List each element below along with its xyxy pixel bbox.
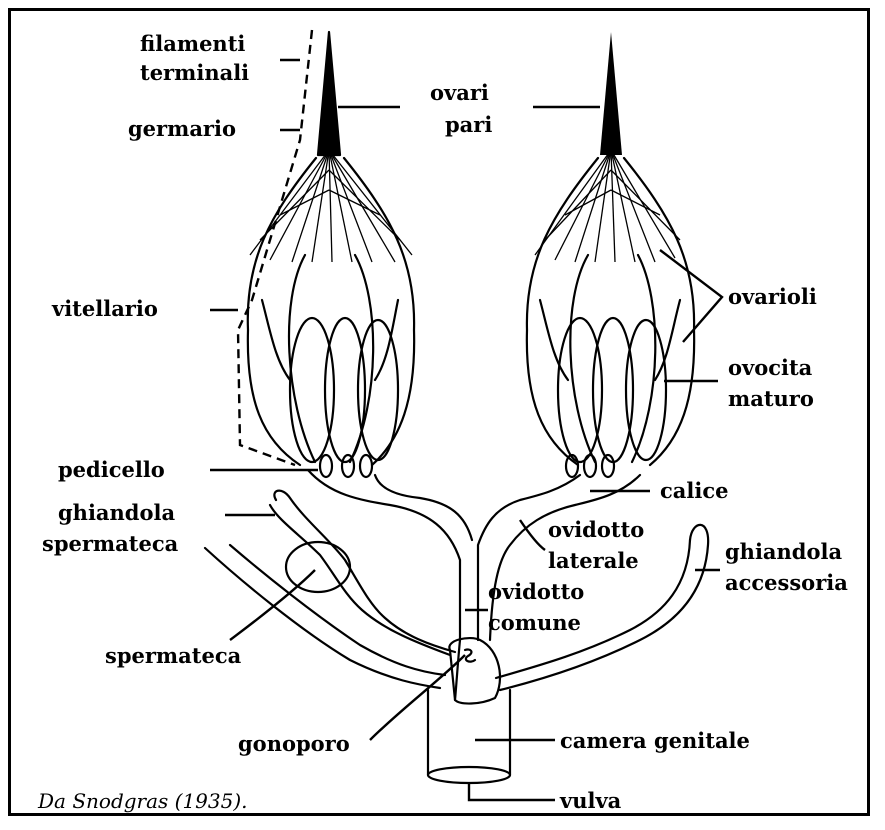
left-pedicels <box>320 455 372 477</box>
label-pari: pari <box>445 112 492 137</box>
label-vulva: vulva <box>559 788 622 813</box>
label-ovocita: ovocita <box>728 355 813 380</box>
leader-lines <box>210 30 722 800</box>
left-germarium-strands <box>250 150 412 262</box>
label-ghiandola-acc: ghiandola <box>725 539 842 564</box>
label-maturo: maturo <box>728 386 814 411</box>
right-ovary <box>527 32 694 477</box>
right-terminal-filament <box>600 32 622 155</box>
label-camera-genitale: camera genitale <box>560 728 750 753</box>
label-terminali: terminali <box>140 60 249 85</box>
label-filamenti: filamenti <box>140 31 245 56</box>
label-laterale: laterale <box>548 548 639 573</box>
right-ovarioles <box>527 158 694 465</box>
label-pedicello: pedicello <box>58 457 165 482</box>
label-spermateca: spermateca <box>105 643 242 668</box>
label-accessoria: accessoria <box>725 570 848 595</box>
label-ovarioli: ovarioli <box>728 284 817 309</box>
left-terminal-filament <box>318 32 340 155</box>
label-ovidotto-lat: ovidotto <box>548 517 644 542</box>
label-germario: germario <box>128 116 236 141</box>
label-gonoporo: gonoporo <box>238 731 350 756</box>
label-comune: comune <box>488 610 581 635</box>
source-caption: Da Snodgras (1935). <box>37 789 248 813</box>
label-vitellario: vitellario <box>51 296 158 321</box>
labels: filamenti terminali germario ovari pari … <box>37 31 848 813</box>
label-ovidotto-com: ovidotto <box>488 579 584 604</box>
left-ovary <box>248 32 414 477</box>
label-calice: calice <box>660 478 729 503</box>
label-ovari: ovari <box>430 80 489 105</box>
label-spermateca-gland: spermateca <box>42 531 179 556</box>
label-ghiandola-sp: ghiandola <box>58 500 175 525</box>
